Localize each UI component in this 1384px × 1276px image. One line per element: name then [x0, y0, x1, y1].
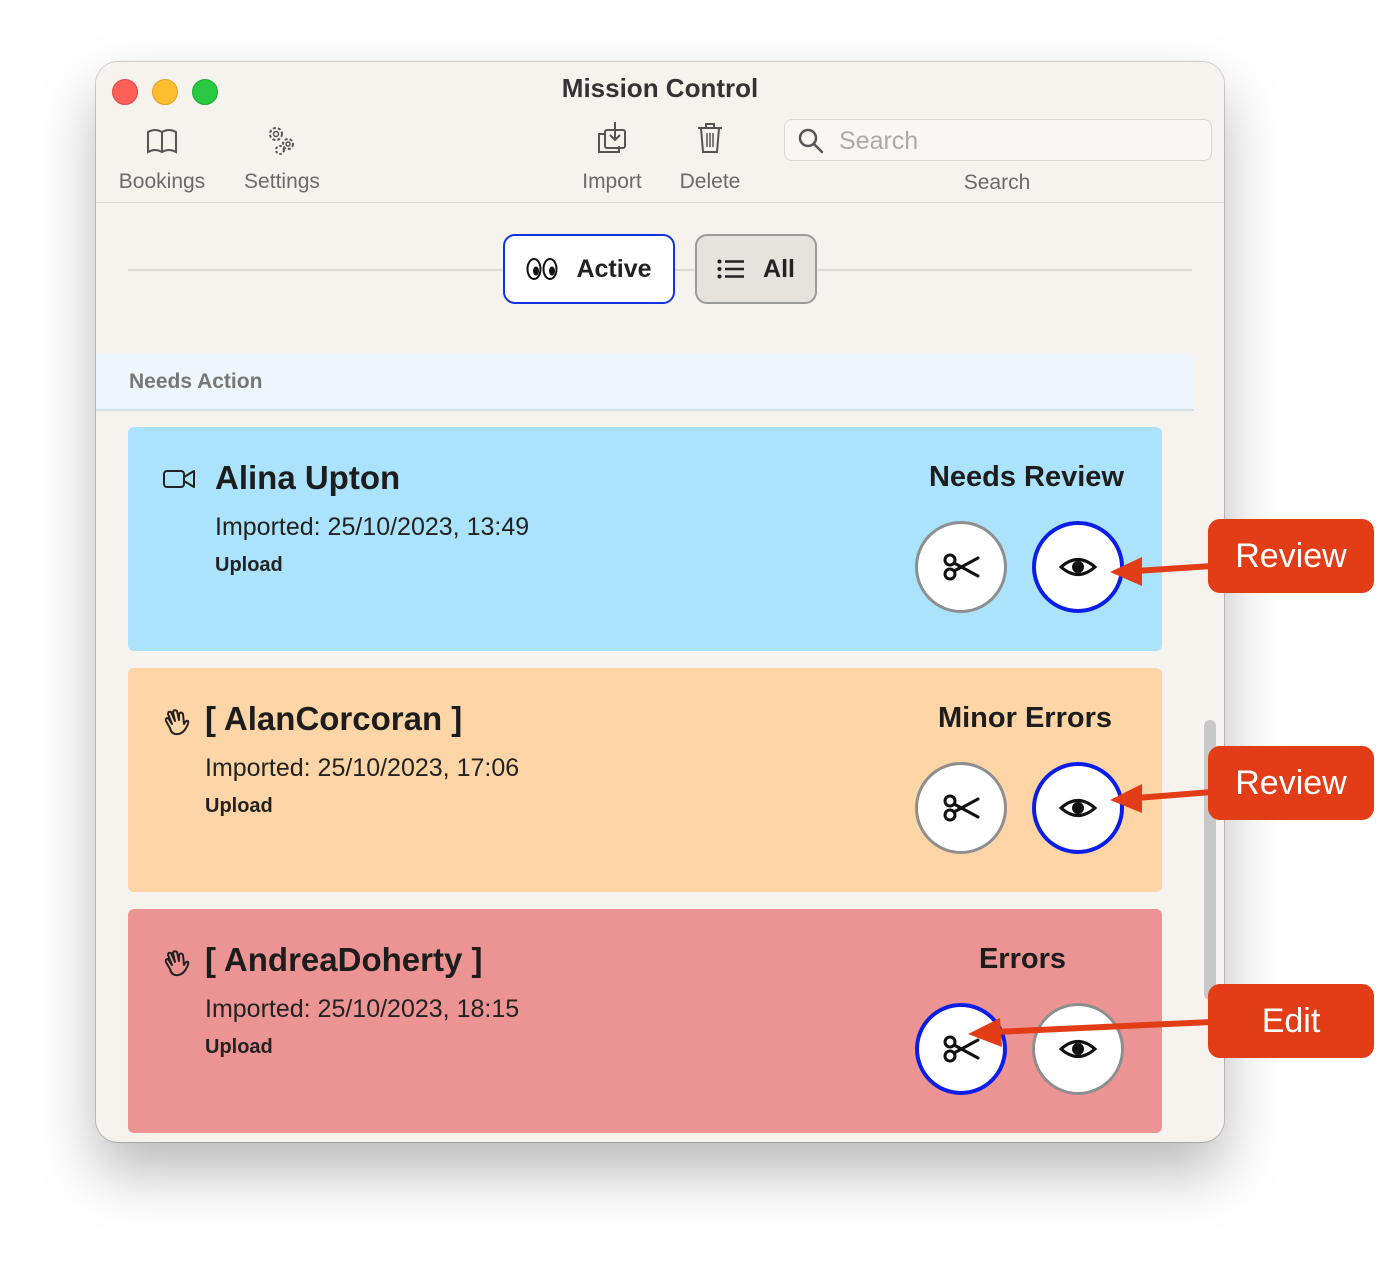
- delete-button[interactable]: Delete: [672, 120, 748, 194]
- card-status: Minor Errors: [937, 702, 1112, 734]
- minimize-window-button[interactable]: [152, 79, 178, 105]
- search-icon: [797, 127, 825, 160]
- card-imported: Imported: 25/10/2023, 13:49: [215, 513, 530, 541]
- import-icon: [574, 120, 650, 160]
- card-name: [ AndreaDoherty ]: [205, 941, 483, 978]
- card-3-edit-button[interactable]: [915, 1003, 1007, 1095]
- search-input[interactable]: [837, 124, 1201, 158]
- card-status: Errors: [978, 943, 1066, 975]
- card-name: Alina Upton: [215, 459, 401, 496]
- review-callout: Review: [1208, 746, 1374, 820]
- settings-label: Settings: [244, 170, 320, 193]
- search-caption: Search: [963, 171, 1031, 194]
- card-status: Needs Review: [928, 461, 1124, 493]
- close-window-button[interactable]: [112, 79, 138, 105]
- section-header: Needs Action: [96, 353, 1194, 411]
- book-icon: [114, 120, 210, 160]
- card-imported: Imported: 25/10/2023, 17:06: [205, 754, 520, 782]
- card-3-review-button[interactable]: [1032, 1003, 1124, 1095]
- card-source: Upload: [205, 1036, 273, 1058]
- booking-card: Alina Upton Imported: 25/10/2023, 13:49 …: [128, 427, 1162, 651]
- card-source: Upload: [205, 795, 273, 817]
- card-1-edit-button[interactable]: [915, 521, 1007, 613]
- app-window: Mission Control Bookings Setti: [96, 62, 1224, 1142]
- card-2-edit-button[interactable]: [915, 762, 1007, 854]
- filter-bar: Active All: [96, 203, 1224, 353]
- delete-label: Delete: [679, 170, 741, 193]
- search-field[interactable]: [784, 119, 1212, 161]
- edit-callout: Edit: [1208, 984, 1374, 1058]
- toolbar: Mission Control Bookings Setti: [96, 62, 1224, 203]
- filter-active-label: Active: [576, 254, 652, 283]
- list-icon: [717, 259, 745, 279]
- section-title: Needs Action: [129, 370, 263, 393]
- gears-icon: [236, 120, 328, 160]
- video-camera-icon: [162, 467, 196, 496]
- filter-active-button[interactable]: Active: [503, 234, 675, 304]
- card-name: [ AlanCorcoran ]: [205, 700, 463, 737]
- bookings-button[interactable]: Bookings: [114, 120, 210, 194]
- booking-card: [ AndreaDoherty ] Imported: 25/10/2023, …: [128, 909, 1162, 1133]
- review-callout: Review: [1208, 519, 1374, 593]
- booking-card: [ AlanCorcoran ] Imported: 25/10/2023, 1…: [128, 668, 1162, 892]
- card-source: Upload: [215, 554, 283, 576]
- import-label: Import: [582, 170, 642, 193]
- settings-button[interactable]: Settings: [236, 120, 328, 194]
- zoom-window-button[interactable]: [192, 79, 218, 105]
- import-button[interactable]: Import: [574, 120, 650, 194]
- bookings-label: Bookings: [118, 170, 206, 193]
- filter-all-label: All: [763, 254, 795, 283]
- eyes-icon: [526, 257, 558, 281]
- filter-all-button[interactable]: All: [695, 234, 817, 304]
- card-2-review-button[interactable]: [1032, 762, 1124, 854]
- window-title: Mission Control: [561, 73, 759, 103]
- trash-icon: [672, 120, 748, 160]
- card-imported: Imported: 25/10/2023, 18:15: [205, 995, 520, 1023]
